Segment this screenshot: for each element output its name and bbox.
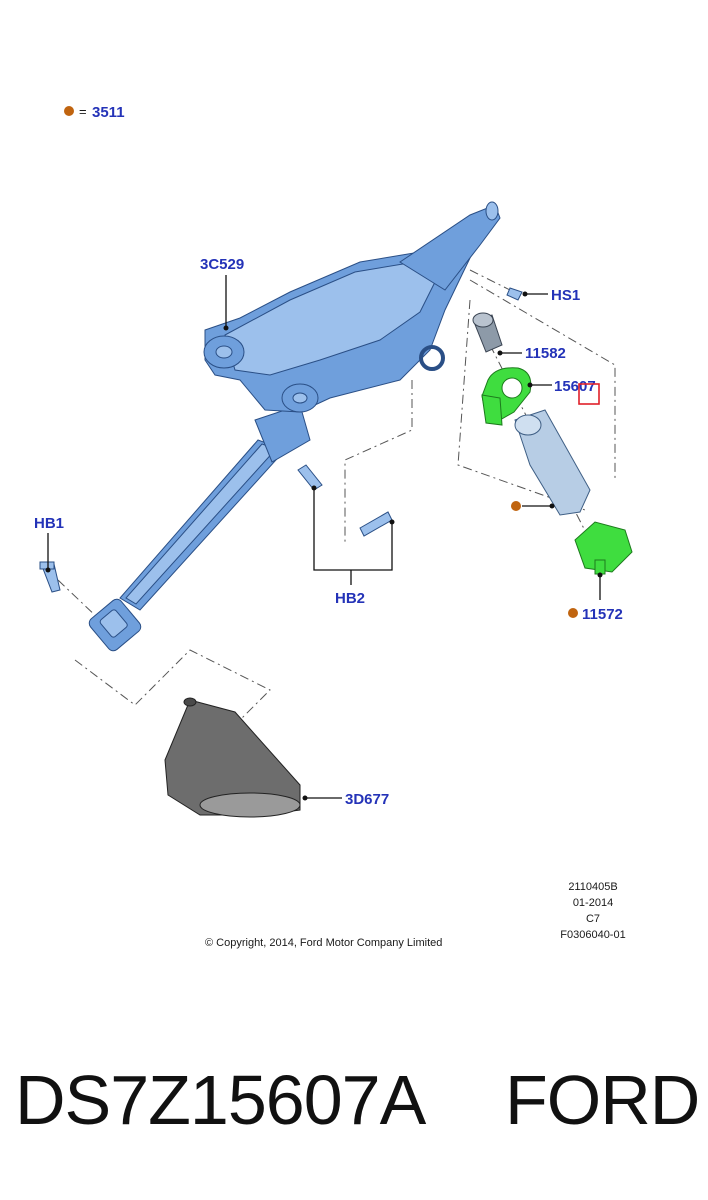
drawing-id: 2110405B — [568, 881, 617, 893]
copyright-notice: © Copyright, 2014, Ford Motor Company Li… — [205, 937, 442, 949]
legend-equals: = — [79, 104, 87, 119]
marker-dot-11572 — [568, 608, 578, 618]
bolt-HB1 — [39, 561, 61, 593]
part-footer: DS7Z15607A FORD — [0, 1060, 708, 1150]
lock-cylinder-11582 — [472, 312, 503, 353]
part-number: DS7Z15607A — [15, 1061, 426, 1139]
legend-dot — [64, 106, 74, 116]
callout-3D677: 3D677 — [345, 791, 389, 808]
drawing-date: 01-2014 — [573, 897, 613, 909]
lock-housing-15607 — [481, 367, 532, 426]
highlight-box — [578, 383, 600, 405]
screw-HS1 — [506, 287, 523, 301]
legend-code: 3511 — [92, 104, 125, 121]
callout-11582: 11582 — [525, 345, 566, 362]
drawing-model: C7 — [586, 913, 600, 925]
callout-HB1: HB1 — [34, 515, 64, 532]
drawing-ref: F0306040-01 — [560, 929, 625, 941]
callout-HB2: HB2 — [335, 590, 365, 607]
exploded-parts-diagram: = 3511 — [34, 104, 633, 949]
ignition-lock-body — [514, 409, 591, 516]
callout-15607: 15607 — [554, 378, 596, 395]
boot-3D677 — [164, 697, 301, 818]
bolts-HB2 — [297, 464, 393, 537]
marker-dot-lock-assembly — [511, 501, 521, 511]
leader-lines — [45, 275, 603, 801]
callout-11572: 11572 — [582, 606, 623, 623]
steering-column-3C529 — [88, 201, 501, 652]
callout-HS1: HS1 — [551, 287, 580, 304]
brand-name: FORD — [505, 1061, 700, 1139]
ignition-switch-11572 — [574, 521, 633, 575]
callout-3C529: 3C529 — [200, 256, 244, 273]
